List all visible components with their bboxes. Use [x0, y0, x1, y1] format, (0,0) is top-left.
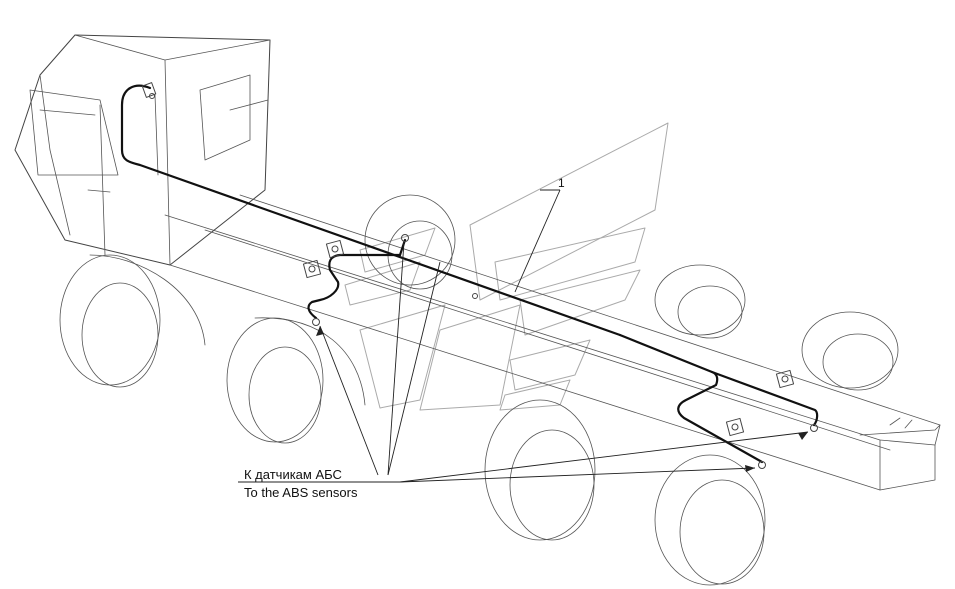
mid-wheel-left — [226, 317, 366, 444]
front-wheel — [59, 254, 206, 388]
sensor-label-en: To the ABS sensors — [244, 485, 358, 500]
sensor-leader-lines — [238, 241, 809, 483]
abs-modulator-front-left — [325, 239, 345, 259]
abs-modulator-rear-right — [725, 417, 745, 437]
rear-wheel-upper-1 — [654, 264, 746, 339]
rear-wheel-upper-2 — [801, 311, 899, 391]
abs-wiring-harness — [120, 84, 819, 464]
rear-wheel-lower-2 — [654, 454, 766, 586]
abs-modulator-rear-left — [775, 369, 795, 389]
truck-cab — [14, 34, 271, 266]
abs-modulator-front-right — [302, 259, 322, 279]
callout-1: 1 — [514, 176, 565, 293]
callout-number: 1 — [558, 176, 565, 190]
watermark-logo — [344, 122, 669, 411]
sensor-label-ru: К датчикам АБС — [244, 467, 342, 482]
chassis-frame — [164, 194, 941, 491]
sensor-plugs — [312, 234, 818, 469]
rear-wheel-lower-1 — [484, 399, 596, 541]
connector-cab — [141, 82, 157, 99]
